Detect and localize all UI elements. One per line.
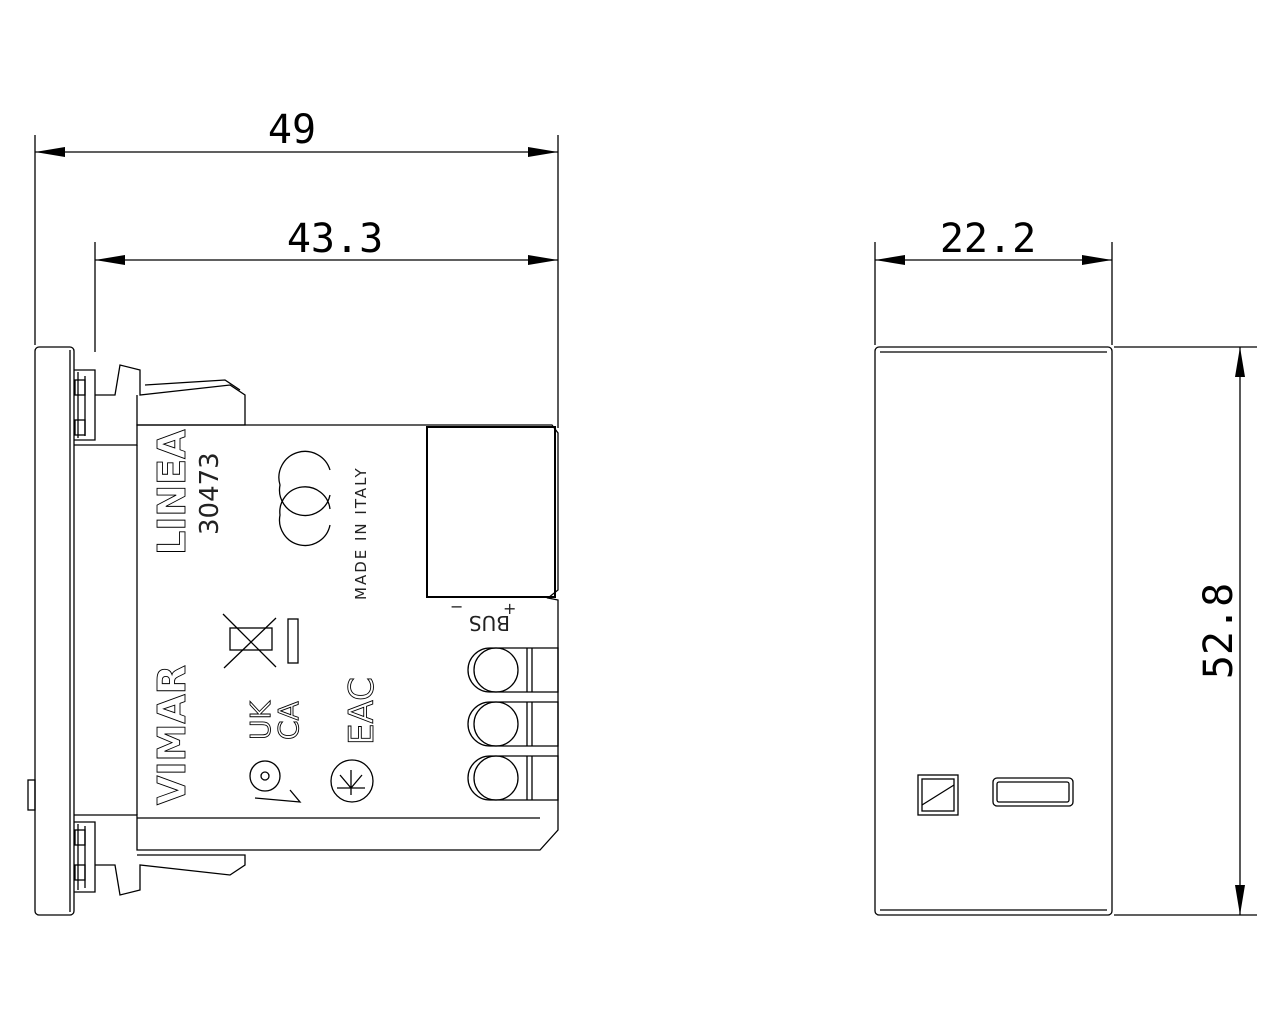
terminal-screw (467, 755, 559, 801)
dimension-label-43-3: 43.3 (287, 216, 383, 262)
dimension-overall-depth: 49 (34, 107, 559, 428)
product-code: 30473 (195, 452, 225, 535)
ce-mark-icon (278, 450, 331, 547)
ukca-mark-top: UK (244, 701, 277, 740)
weee-bin-icon (222, 613, 299, 669)
bus-plus: + (503, 599, 516, 618)
dimension-height: 52.8 (1114, 346, 1257, 916)
series-label: LINEA (150, 429, 194, 555)
dimension-body-depth: 43.3 (94, 216, 558, 352)
dimension-width: 22.2 (874, 216, 1113, 345)
terminal-screw (467, 701, 559, 747)
led-indicator (992, 777, 1074, 807)
side-view: LINEA 30473 MADE IN ITALY BUS − + VIMAR … (27, 346, 559, 916)
ukca-mark-bottom: CA (272, 701, 305, 740)
dimension-label-52-8: 52.8 (1196, 583, 1242, 679)
imq-mark-icon (249, 760, 302, 803)
brand-label: VIMAR (150, 665, 194, 805)
dimension-label-49: 49 (268, 107, 316, 153)
eac-mark: EAC (342, 677, 382, 745)
dimension-label-22-2: 22.2 (940, 216, 1036, 262)
terminal-block (467, 647, 559, 801)
device-symbol-icon (917, 774, 959, 816)
front-view (874, 346, 1113, 916)
terminal-screw (467, 647, 559, 693)
approval-mark-icon (330, 759, 374, 803)
bus-minus: − (450, 597, 463, 616)
made-in-italy: MADE IN ITALY (352, 466, 370, 600)
bus-label: BUS (469, 611, 510, 635)
